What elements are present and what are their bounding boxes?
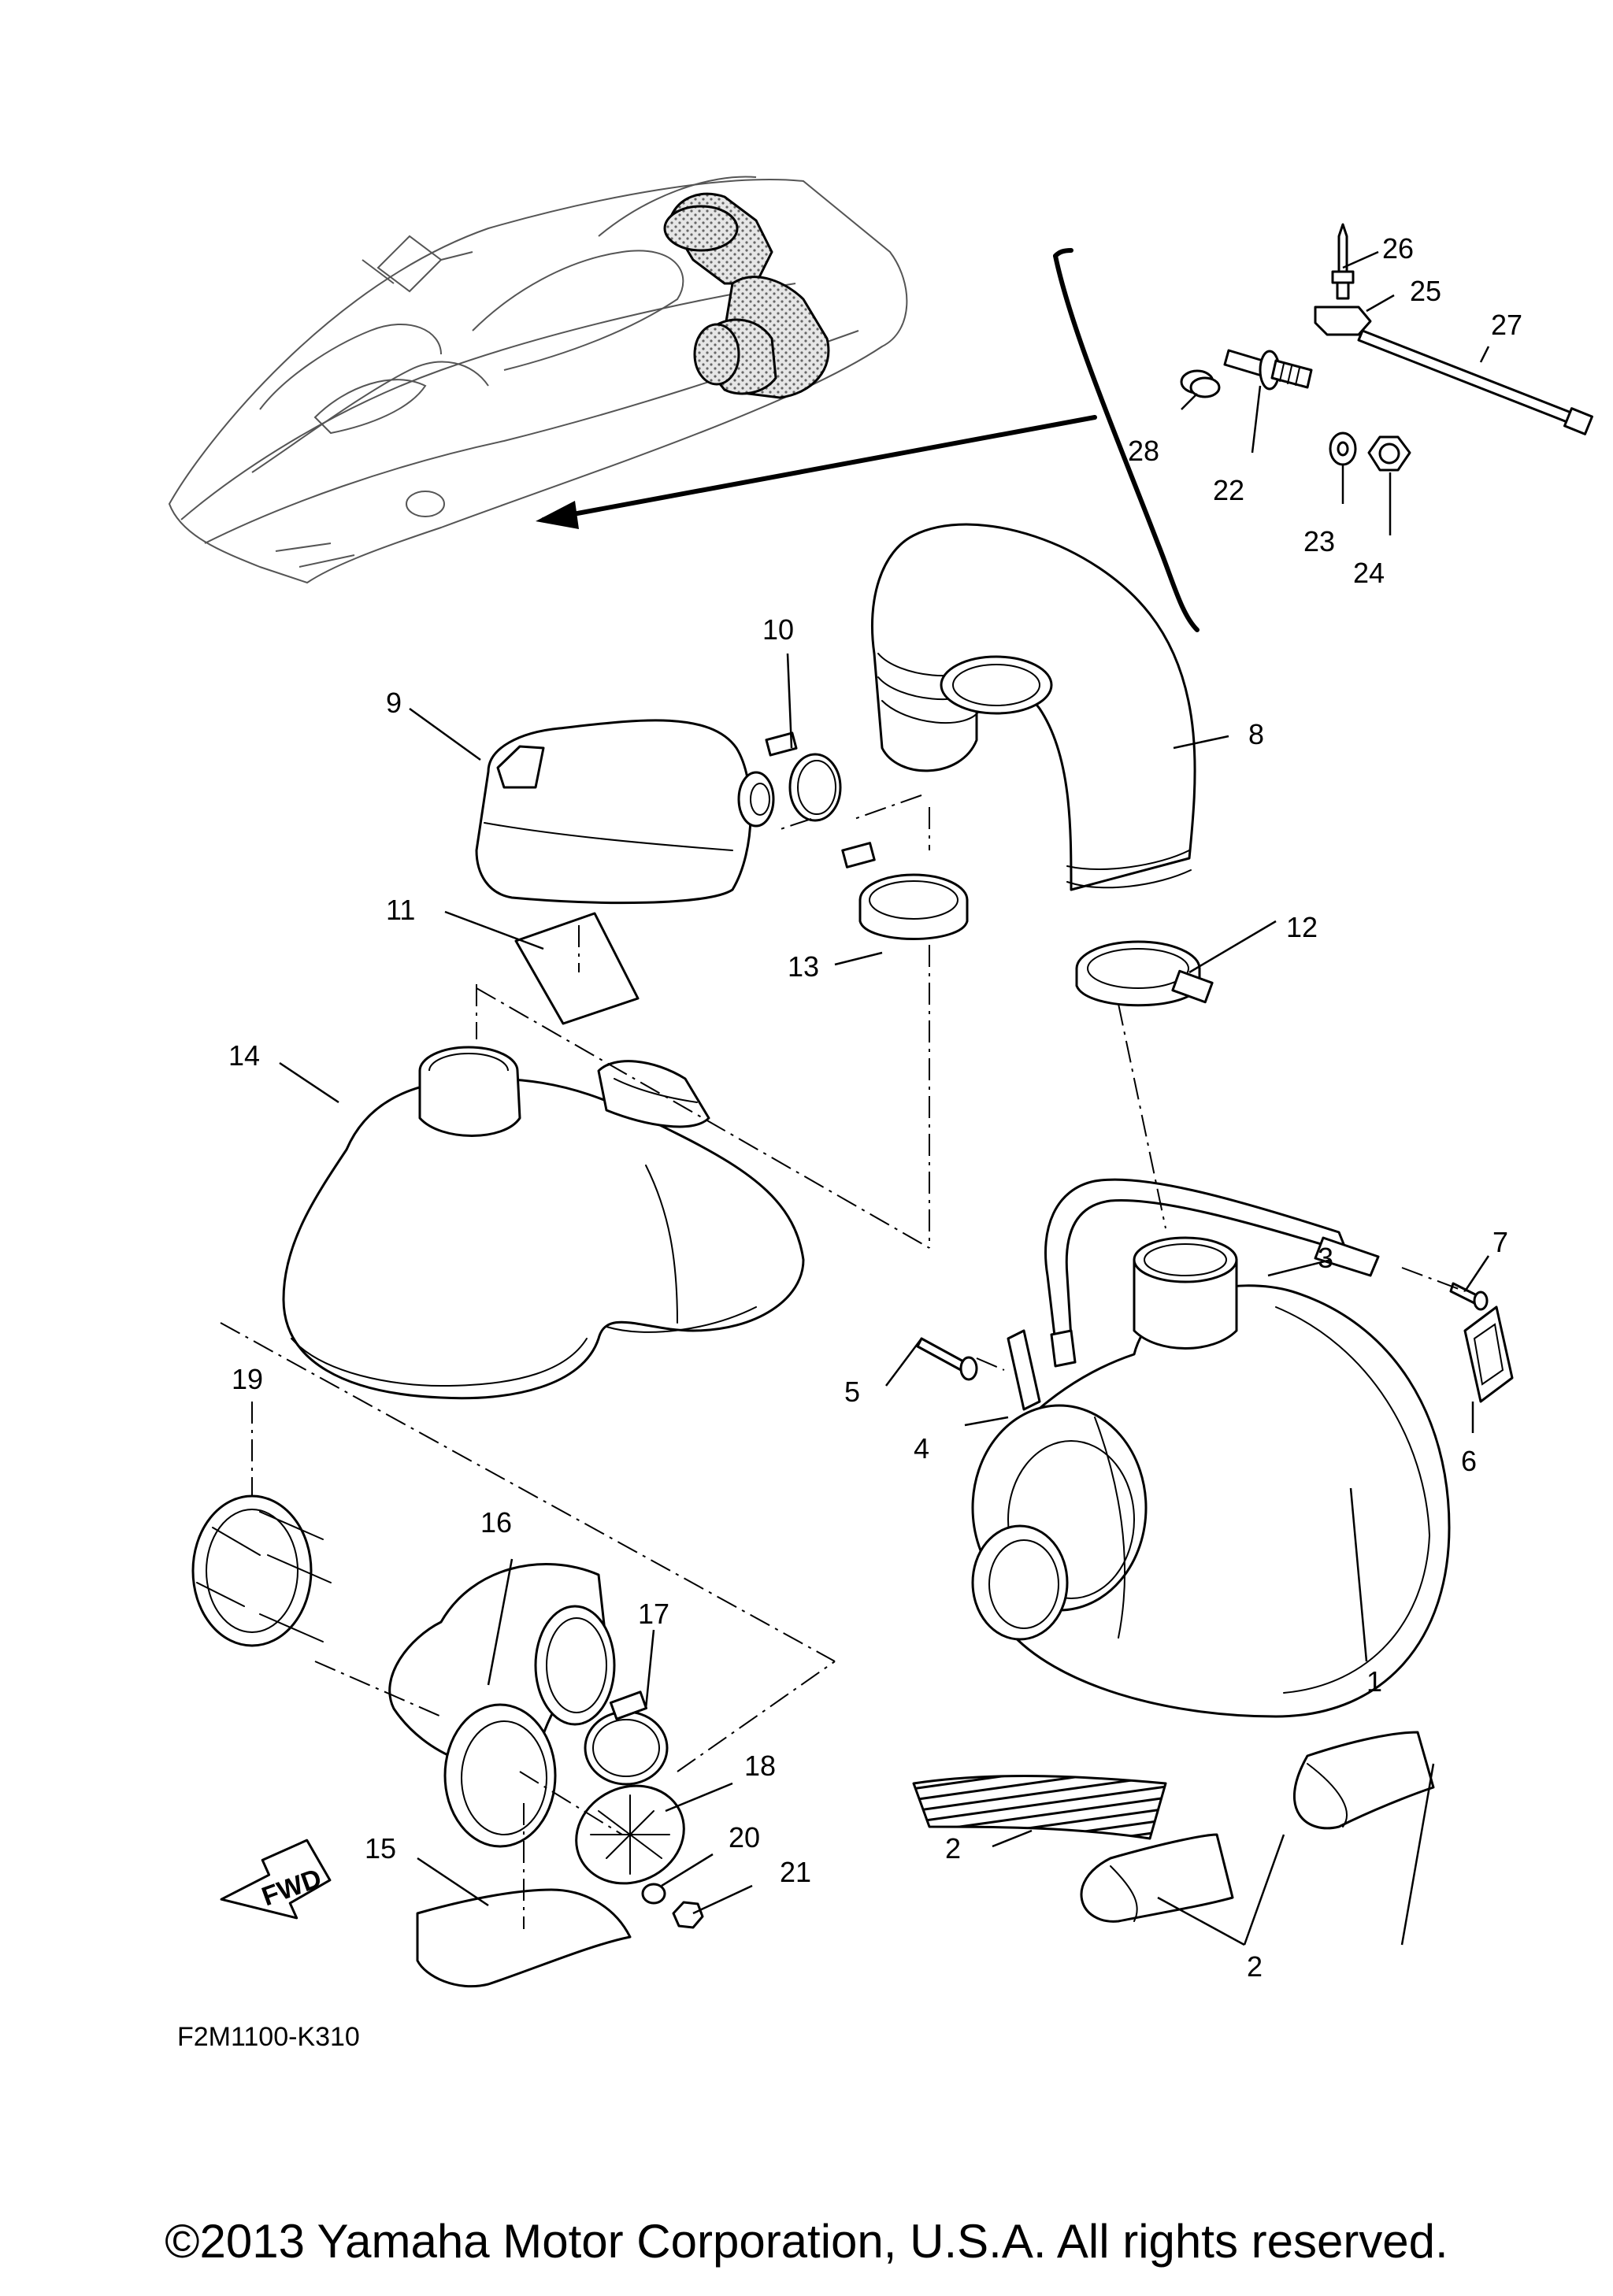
guide-lines [220, 794, 1466, 1929]
diagram-code: F2M1100-K310 [177, 2022, 360, 2052]
callout-5: 5 [844, 1376, 860, 1408]
clip-25 [1314, 306, 1372, 336]
callout-27: 27 [1491, 309, 1522, 341]
clamp-17 [584, 1691, 669, 1786]
callout-2-left: 2 [945, 1832, 961, 1865]
watercraft-overview [168, 176, 908, 584]
callout-28: 28 [1128, 435, 1159, 467]
callout-15: 15 [365, 1832, 396, 1865]
band-12 [1075, 940, 1214, 1007]
plate-18 [575, 1784, 685, 1885]
callout-8: 8 [1248, 718, 1264, 750]
fwd-arrow: FWD [220, 1839, 332, 1920]
callout-19: 19 [232, 1363, 263, 1395]
callout-17: 17 [638, 1598, 669, 1630]
clamp-10 [765, 731, 842, 822]
callout-7: 7 [1492, 1226, 1508, 1258]
plate-6 [1463, 1305, 1514, 1403]
callout-22: 22 [1213, 474, 1244, 506]
fastener-group [1180, 223, 1593, 472]
callout-4: 4 [914, 1432, 929, 1465]
bracket-4 [1007, 1329, 1041, 1411]
washer-23 [1329, 431, 1357, 466]
rivet-26 [1331, 223, 1355, 300]
bolt-22 [1223, 349, 1313, 391]
leader-lines [279, 250, 1490, 1946]
callout-25: 25 [1410, 275, 1441, 307]
strap-3 [1044, 1178, 1380, 1368]
callout-9: 9 [386, 687, 402, 719]
callout-26: 26 [1382, 232, 1414, 265]
washer-20 [641, 1883, 666, 1905]
callout-21: 21 [780, 1856, 811, 1888]
nut-24 [1367, 435, 1411, 472]
airbox-14 [282, 1046, 805, 1400]
callout-14: 14 [228, 1039, 260, 1072]
grommet-28 [1180, 369, 1221, 398]
resonator-9 [475, 719, 775, 905]
copyright-notice: ©2013 Yamaha Motor Corporation, U.S.A. A… [165, 2215, 1448, 2268]
callout-3: 3 [1318, 1242, 1333, 1274]
nut-21 [672, 1901, 704, 1929]
callout-20: 20 [729, 1821, 760, 1853]
intake-duct-16 [388, 1563, 616, 1848]
mesh-15 [416, 1888, 632, 1988]
band-13 [841, 842, 969, 940]
cable-tie-27 [1357, 329, 1581, 427]
callout-13: 13 [788, 950, 819, 983]
flange-19 [191, 1494, 332, 1647]
callout-10: 10 [762, 613, 794, 646]
callout-11: 11 [386, 894, 415, 926]
callout-6: 6 [1461, 1445, 1477, 1477]
pads-2 [912, 1731, 1435, 1923]
callout-1: 1 [1366, 1665, 1382, 1698]
callout-16: 16 [480, 1506, 512, 1539]
callout-12: 12 [1286, 911, 1318, 943]
silencer-1 [971, 1236, 1451, 1718]
callout-24: 24 [1353, 557, 1385, 589]
sponge-11 [514, 912, 640, 1025]
callouts: 1 2 2 3 4 5 6 7 8 9 10 11 12 13 14 15 16… [228, 232, 1522, 1983]
callout-18: 18 [744, 1750, 776, 1782]
rivet-5 [916, 1337, 978, 1381]
duct-8 [871, 523, 1196, 891]
callout-23: 23 [1303, 525, 1335, 557]
callout-2-bottom: 2 [1247, 1950, 1263, 1983]
overview-arrow [536, 248, 1200, 632]
